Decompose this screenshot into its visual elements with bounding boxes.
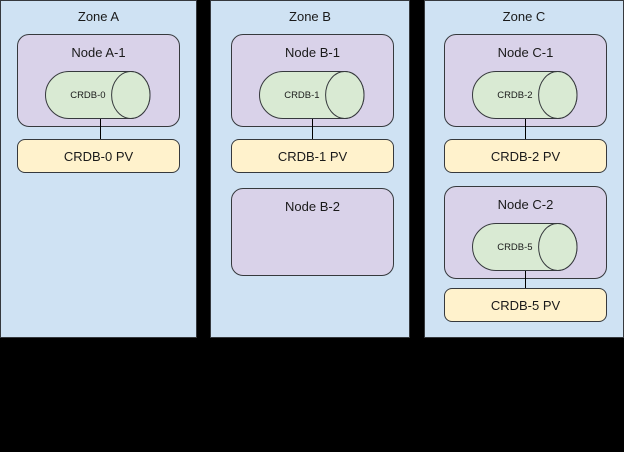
cylinder-node-c-2: CRDB-5 <box>472 223 578 271</box>
persistent-volume-pv-crdb-1[interactable]: CRDB-1 PV <box>231 139 394 173</box>
node-title: Node A-1 <box>71 45 126 60</box>
cylinder-node-c-1: CRDB-2 <box>472 71 578 119</box>
cylinder-node-b-1: CRDB-1 <box>259 71 365 119</box>
node-box-node-b-2[interactable]: Node B-2 <box>231 188 394 276</box>
connector-line-node-b-1 <box>312 119 313 139</box>
zone-title: Zone A <box>77 9 120 24</box>
node-title: Node C-2 <box>497 197 554 212</box>
cylinder-node-a-1: CRDB-0 <box>45 71 151 119</box>
node-title: Node B-2 <box>285 199 340 214</box>
zone-title: Zone B <box>289 9 331 24</box>
persistent-volume-pv-crdb-0[interactable]: CRDB-0 PV <box>17 139 180 173</box>
connector-line-node-a-1 <box>100 119 101 139</box>
connector-line-node-c-1 <box>525 119 526 139</box>
node-title: Node C-1 <box>497 45 554 60</box>
node-title: Node B-1 <box>285 45 340 60</box>
connector-line-node-c-2 <box>525 271 526 291</box>
zone-title: Zone C <box>502 9 546 24</box>
persistent-volume-pv-crdb-2[interactable]: CRDB-2 PV <box>444 139 607 173</box>
persistent-volume-pv-crdb-5[interactable]: CRDB-5 PV <box>444 288 607 322</box>
